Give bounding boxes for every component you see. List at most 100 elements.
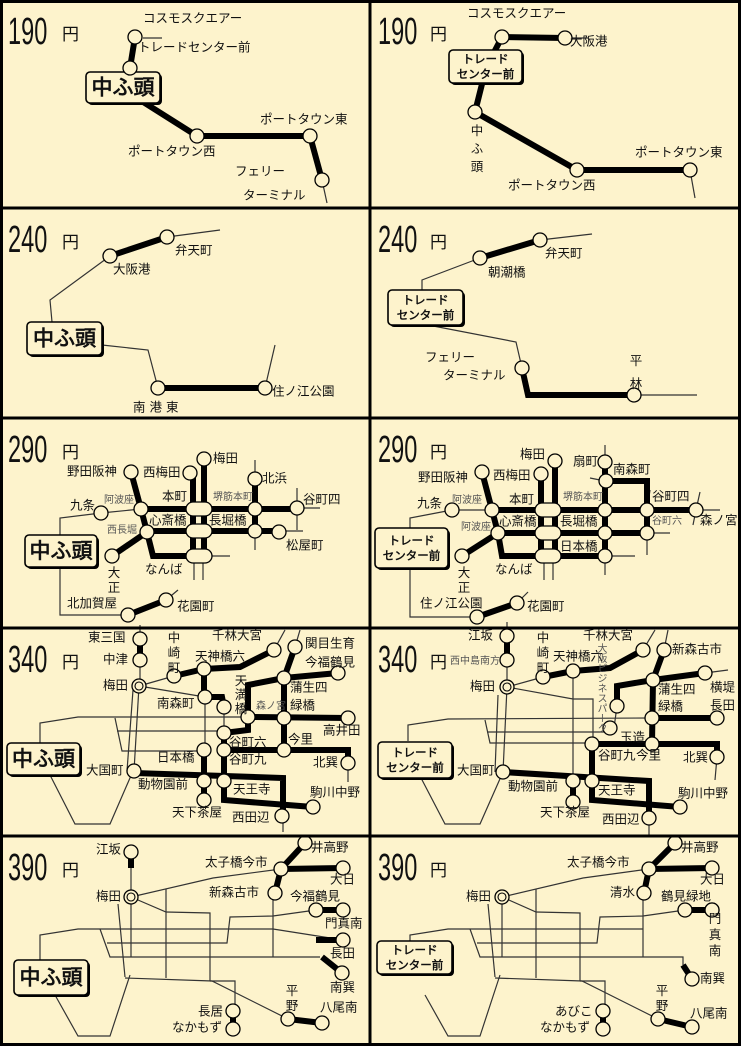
station-marker bbox=[133, 501, 149, 517]
fare-amount: 340 bbox=[8, 637, 47, 680]
station-label: 平野 bbox=[284, 984, 299, 1014]
route-line bbox=[130, 896, 211, 981]
station-markers bbox=[93, 29, 725, 1037]
station-label: コスモスクエアー bbox=[143, 11, 242, 26]
major-station-marker-inner bbox=[126, 892, 136, 902]
station-label: 本町 bbox=[162, 489, 187, 504]
station-label: 江坂 bbox=[468, 628, 494, 643]
origin-station-name-line1: トレード bbox=[392, 943, 438, 957]
station-marker bbox=[641, 810, 657, 826]
transfer-station-marker bbox=[185, 548, 213, 564]
station-label: 中崎町 bbox=[535, 630, 550, 676]
route-line bbox=[114, 717, 203, 752]
station-marker bbox=[139, 524, 155, 540]
route-line bbox=[502, 686, 508, 773]
station-label: 西中島南方 bbox=[450, 654, 500, 667]
station-label: 大日 bbox=[700, 872, 725, 887]
fare-amount: 290 bbox=[378, 427, 417, 470]
station-label: 心斎橋 bbox=[149, 513, 187, 528]
station-marker bbox=[472, 250, 488, 266]
station-marker bbox=[533, 466, 549, 482]
station-marker bbox=[609, 698, 625, 714]
fare-zone-route bbox=[471, 79, 690, 173]
station-label: 北巽 bbox=[683, 750, 708, 765]
station-marker bbox=[595, 1021, 611, 1037]
station-label: 大国町 bbox=[86, 763, 124, 778]
station-marker bbox=[514, 360, 530, 376]
station-marker bbox=[335, 932, 351, 948]
station-label: 井高野 bbox=[681, 840, 719, 855]
origin-station-box: 中ふ頭 bbox=[13, 959, 90, 997]
route-line bbox=[210, 980, 236, 1011]
station-marker bbox=[645, 672, 661, 688]
station-marker bbox=[597, 548, 613, 564]
route-line bbox=[54, 974, 131, 1037]
station-marker bbox=[547, 453, 563, 469]
station-label: 谷町九 bbox=[229, 752, 267, 767]
origin-station-name-line2: センター前 bbox=[397, 308, 455, 322]
fare-unit: 円 bbox=[62, 25, 79, 45]
origin-station-box: 中ふ頭 bbox=[85, 71, 162, 105]
station-label: 谷町四 bbox=[652, 489, 690, 504]
station-label: 花園町 bbox=[527, 599, 565, 614]
station-marker bbox=[704, 860, 720, 876]
station-label: 大阪ビジネスパーク bbox=[595, 642, 607, 733]
station-label: 西田辺 bbox=[602, 812, 640, 827]
station-label: 西梅田 bbox=[493, 468, 531, 483]
station-label: 玉造 bbox=[620, 730, 646, 745]
major-station-marker-inner bbox=[502, 682, 512, 692]
origin-station-name-line2: センター前 bbox=[386, 958, 444, 972]
station-marker bbox=[196, 773, 212, 789]
station-label: 森ノ宮 bbox=[256, 699, 286, 712]
fare-amount: 340 bbox=[378, 637, 417, 680]
station-label: なかもず bbox=[172, 1020, 222, 1035]
station-label: 千林大宮 bbox=[212, 628, 262, 643]
station-label: ターミナル bbox=[443, 368, 506, 383]
station-label: 中崎町 bbox=[166, 630, 181, 676]
station-marker bbox=[454, 548, 470, 564]
station-label: 天神橋六 bbox=[553, 649, 603, 664]
station-marker bbox=[709, 749, 725, 765]
station-label: なんば bbox=[145, 562, 183, 577]
station-label: 駒川中野 bbox=[310, 785, 361, 800]
station-marker bbox=[308, 902, 324, 918]
station-label: 日本橋 bbox=[560, 539, 598, 554]
station-label: 堺筋本町 bbox=[213, 490, 253, 503]
station-marker bbox=[225, 1021, 241, 1037]
station-label: 新森古市 bbox=[209, 885, 259, 900]
transfer-station-marker bbox=[534, 525, 562, 541]
station-label: あびこ bbox=[555, 1004, 593, 1019]
route-line bbox=[39, 716, 248, 743]
station-marker bbox=[467, 104, 483, 120]
station-label: 天王寺 bbox=[598, 783, 636, 798]
route-line bbox=[101, 344, 159, 389]
station-label: 花園町 bbox=[177, 599, 215, 614]
station-marker bbox=[335, 902, 351, 918]
station-marker bbox=[150, 380, 166, 396]
station-label: 太子橋今市 bbox=[205, 855, 268, 870]
route-line bbox=[424, 974, 501, 1037]
station-label: 西田辺 bbox=[232, 810, 270, 825]
station-marker bbox=[532, 232, 548, 248]
station-marker bbox=[123, 844, 139, 860]
station-label: 中津 bbox=[103, 652, 128, 667]
fare-amount: 190 bbox=[378, 9, 417, 52]
station-label: なかもず bbox=[540, 1020, 590, 1035]
station-marker bbox=[276, 670, 292, 686]
station-label: 江坂 bbox=[96, 842, 122, 857]
station-marker bbox=[509, 595, 525, 611]
station-label: 本町 bbox=[509, 492, 534, 507]
station-label: 門真南 bbox=[707, 912, 722, 960]
station-marker bbox=[267, 885, 283, 901]
station-marker bbox=[469, 609, 485, 625]
station-label: 新森古市 bbox=[672, 642, 722, 657]
route-line bbox=[539, 233, 593, 241]
fare-zone-route bbox=[652, 670, 706, 683]
station-label: 門真南 bbox=[325, 916, 363, 931]
station-marker bbox=[709, 710, 725, 726]
station-marker bbox=[626, 387, 642, 403]
origin-station-box: 中ふ頭 bbox=[24, 534, 99, 569]
station-marker bbox=[490, 525, 506, 541]
station-label: 今里 bbox=[636, 748, 661, 763]
